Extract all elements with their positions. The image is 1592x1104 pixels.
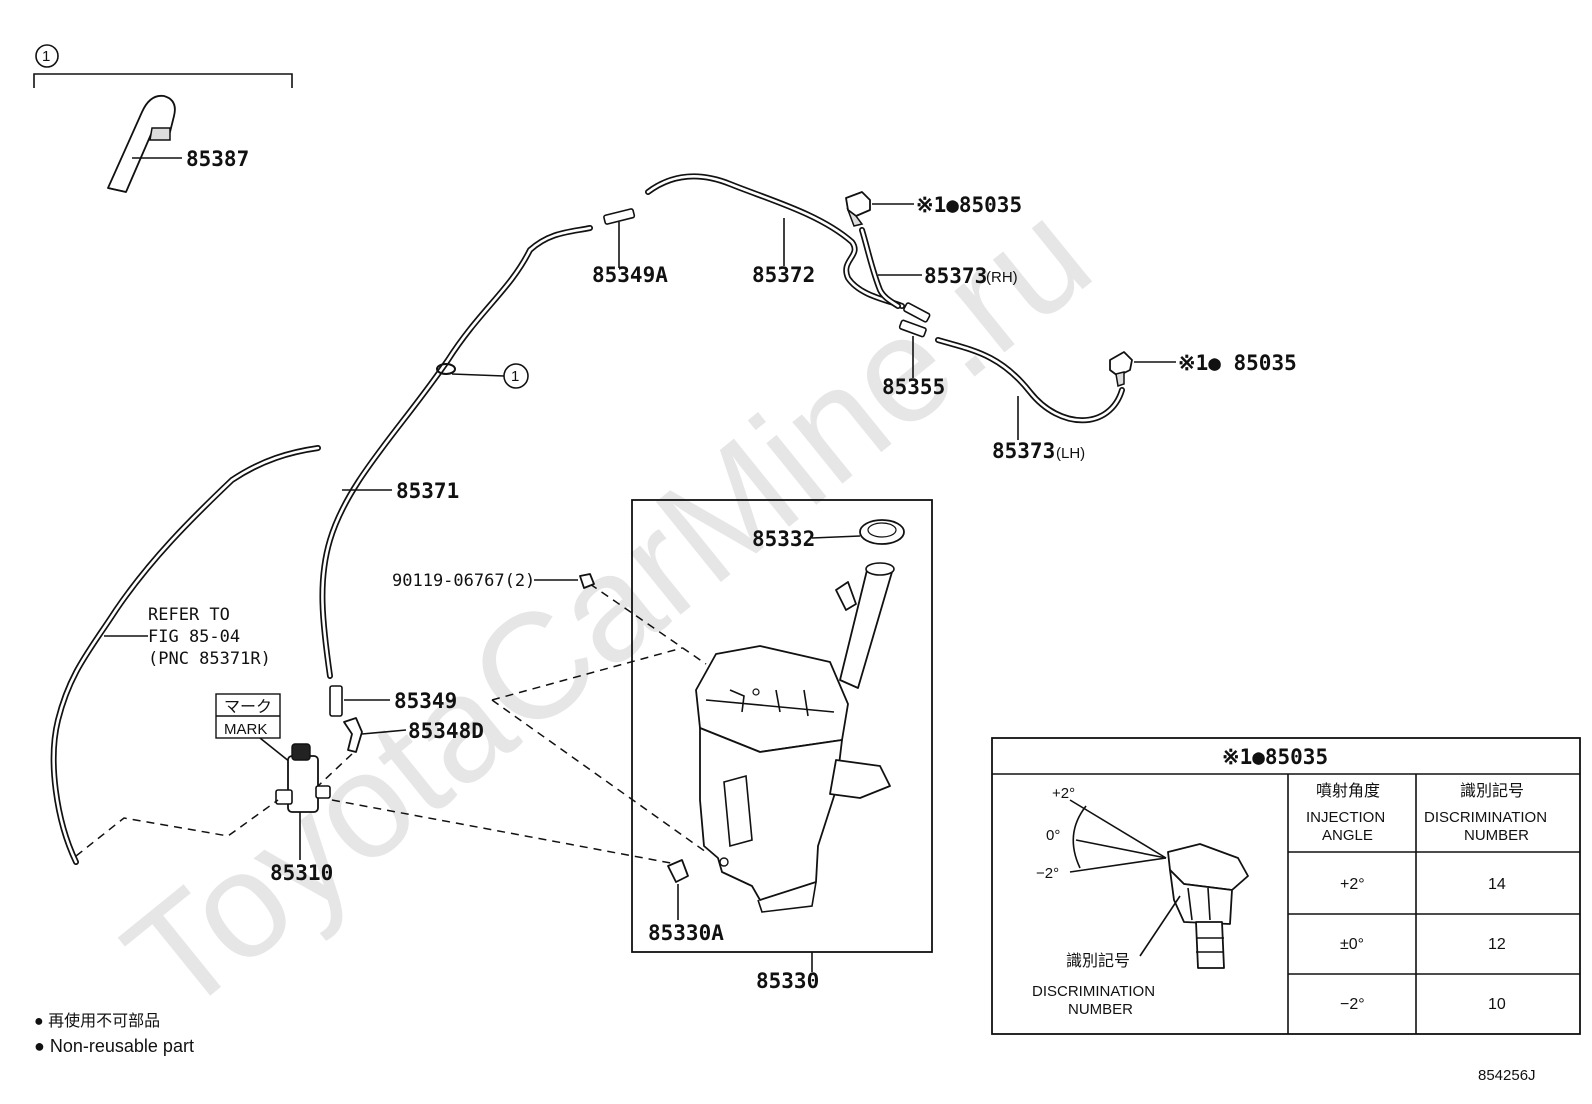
callout-1-label: 1 bbox=[42, 48, 50, 65]
legend-en: ● Non-reusable part bbox=[34, 1036, 194, 1056]
spec-table bbox=[991, 737, 1581, 1035]
col2-header-en-1: DISCRIMINATION bbox=[1424, 809, 1547, 826]
tank-frame bbox=[631, 499, 933, 953]
legend-jp: ● 再使用不可部品 bbox=[34, 1012, 160, 1030]
hose-85372 bbox=[645, 173, 905, 309]
clamp-ring bbox=[436, 363, 456, 375]
part-label-90119: 90119-06767(2) bbox=[392, 571, 535, 591]
hose-85371 bbox=[319, 225, 593, 679]
callout-1-group: 1 bbox=[33, 44, 293, 88]
part-label-85373-rh-suffix: (RH) bbox=[986, 269, 1018, 286]
row-1-number: 14 bbox=[1488, 876, 1506, 893]
part-label-85035-rh: ※1●85035 bbox=[916, 193, 1022, 217]
nozzle-angle-detail bbox=[1069, 799, 1249, 969]
row-2-number: 12 bbox=[1488, 936, 1506, 953]
tank-85330 bbox=[695, 562, 895, 913]
part-label-85332: 85332 bbox=[752, 527, 815, 551]
callout-1-ref-label: 1 bbox=[511, 368, 519, 385]
callout-1-ref bbox=[503, 363, 529, 389]
refer-line-2: FIG 85-04 bbox=[148, 627, 240, 647]
part-label-85035-lh: ※1● 85035 bbox=[1178, 351, 1297, 375]
part-label-85372: 85372 bbox=[752, 263, 815, 287]
cap-85332 bbox=[811, 519, 905, 545]
col1-header-en-1: INJECTION bbox=[1306, 809, 1385, 826]
row-2-angle: ±0° bbox=[1340, 936, 1364, 953]
angle-label-zero: 0° bbox=[1046, 827, 1060, 844]
joint-85349 bbox=[329, 685, 390, 717]
part-label-85349a: 85349A bbox=[592, 263, 668, 287]
part-label-85348d: 85348D bbox=[408, 719, 484, 743]
bolt-90119 bbox=[534, 573, 595, 589]
col2-header-en-2: NUMBER bbox=[1464, 827, 1529, 844]
part-label-85373-lh: 85373 bbox=[992, 439, 1055, 463]
part-label-85330: 85330 bbox=[756, 969, 819, 993]
row-3-number: 10 bbox=[1488, 996, 1506, 1013]
mark-jp: マーク bbox=[224, 698, 272, 716]
disc-label-en-1: DISCRIMINATION bbox=[1032, 983, 1155, 1000]
pump-85310 bbox=[275, 743, 331, 860]
part-label-85355: 85355 bbox=[882, 375, 945, 399]
joint-85355 bbox=[898, 302, 931, 378]
angle-label-plus: +2° bbox=[1052, 785, 1075, 802]
grommet-85330a bbox=[667, 859, 689, 920]
part-label-85373-rh: 85373 bbox=[924, 264, 987, 288]
col2-header-jp: 識別記号 bbox=[1460, 782, 1524, 800]
refer-line-3: (PNC 85371R) bbox=[148, 649, 271, 669]
table-title: ※1●85035 bbox=[1222, 745, 1328, 769]
mark-en: MARK bbox=[224, 721, 267, 738]
part-label-85349: 85349 bbox=[394, 689, 457, 713]
figure-code: 854256J bbox=[1478, 1067, 1536, 1084]
hose-85373-lh bbox=[935, 337, 1125, 424]
nozzle-85035-lh bbox=[1109, 351, 1176, 387]
hose-85371r bbox=[50, 445, 321, 865]
part-label-85373-lh-suffix: (LH) bbox=[1056, 445, 1085, 462]
nozzle-85035-rh bbox=[845, 191, 914, 227]
watermark: ToyotaCarMine.ru bbox=[94, 169, 1120, 1045]
angle-label-minus: −2° bbox=[1036, 865, 1059, 882]
part-label-85330a: 85330A bbox=[648, 921, 724, 945]
refer-line-1: REFER TO bbox=[148, 605, 230, 625]
row-3-angle: −2° bbox=[1340, 996, 1365, 1013]
col1-header-en-2: ANGLE bbox=[1322, 827, 1373, 844]
disc-label-en-2: NUMBER bbox=[1068, 1001, 1133, 1018]
part-label-85310: 85310 bbox=[270, 861, 333, 885]
mark-box bbox=[215, 693, 291, 763]
disc-label-jp: 識別記号 bbox=[1066, 952, 1130, 970]
elbow-85348d bbox=[343, 717, 407, 753]
hose-85373-rh bbox=[859, 227, 901, 309]
row-1-angle: +2° bbox=[1340, 876, 1365, 893]
part-label-85387: 85387 bbox=[186, 147, 249, 171]
clamp-85387 bbox=[107, 94, 182, 193]
col1-header-jp: 噴射角度 bbox=[1316, 782, 1380, 800]
joint-85349a bbox=[603, 208, 636, 268]
part-label-85371: 85371 bbox=[396, 479, 459, 503]
